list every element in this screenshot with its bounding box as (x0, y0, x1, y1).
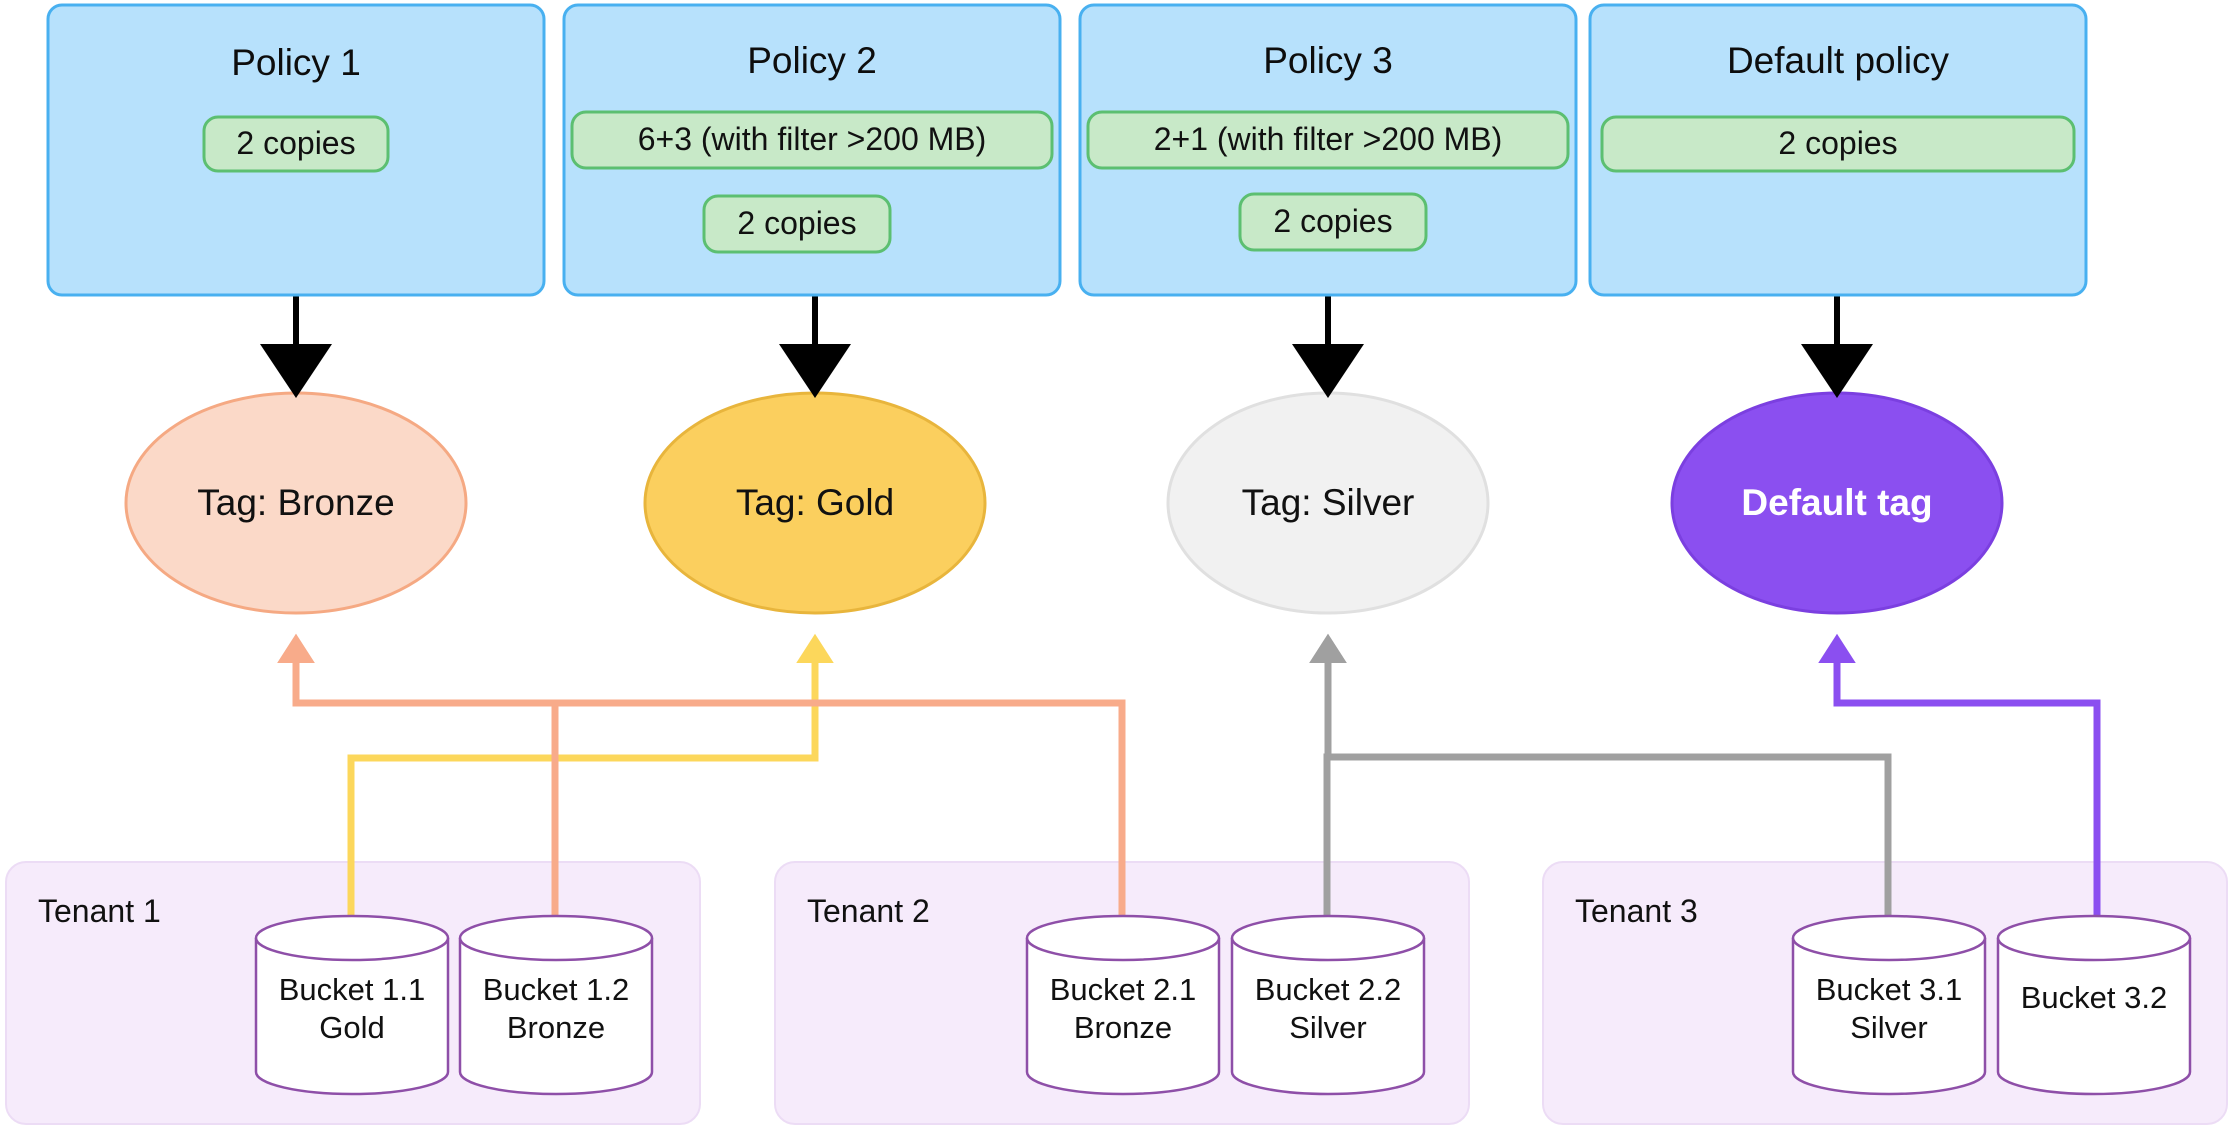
bucket-2-1-line2: Bronze (1074, 1010, 1172, 1045)
default-tag-label: Default tag (1741, 482, 1932, 523)
policy-3-pill-1-bg (1238, 192, 1428, 252)
policy-3-pill-0[interactable]: 2+1 (with filter >200 MB) (1086, 110, 1570, 170)
tag-silver-label: Tag: Silver (1242, 482, 1415, 523)
tenant-1-label: Tenant 1 (38, 893, 161, 929)
link-bucket-2-1-bronze[interactable] (277, 633, 1126, 925)
policy-2-card[interactable]: Policy 2 6+3 (with filter >200 MB) 2 cop… (562, 3, 1062, 297)
bucket-1-2-line2: Bronze (507, 1010, 605, 1045)
tag-silver[interactable]: Tag: Silver (1166, 391, 1490, 615)
policy-3-card[interactable]: Policy 3 2+1 (with filter >200 MB) 2 cop… (1078, 3, 1578, 297)
bucket-2-1-line1: Bucket 2.1 (1050, 972, 1196, 1007)
bucket-2-2-line1: Bucket 2.2 (1255, 972, 1401, 1007)
policy-3-title: Policy 3 (1263, 40, 1393, 81)
default-policy-title: Default policy (1727, 40, 1950, 81)
tag-bronze-label: Tag: Bronze (197, 482, 394, 523)
bucket-1-1[interactable]: Bucket 1.1 Gold (254, 914, 450, 1096)
bucket-2-1[interactable]: Bucket 2.1 Bronze (1025, 914, 1221, 1096)
bucket-3-1[interactable]: Bucket 3.1 Silver (1791, 914, 1987, 1096)
tag-gold-label: Tag: Gold (736, 482, 894, 523)
bucket-3-1-line2: Silver (1850, 1010, 1928, 1045)
bucket-3-2[interactable]: Bucket 3.2 (1996, 914, 2192, 1096)
bucket-2-2[interactable]: Bucket 2.2 Silver (1230, 914, 1426, 1096)
bucket-2-2-body (1230, 938, 1426, 1096)
bucket-2-1-top (1025, 914, 1221, 962)
policy-2-pill-0-label: 6+3 (with filter >200 MB) (638, 121, 987, 157)
policy-2-pill-1-bg (702, 194, 892, 254)
bucket-2-2-top (1230, 914, 1426, 962)
bucket-2-2-line2: Silver (1289, 1010, 1367, 1045)
default-policy-pill-0-label: 2 copies (1778, 125, 1897, 161)
default-policy-pill-0-bg (1600, 115, 2076, 173)
bucket-1-2-body (458, 938, 654, 1096)
policy-2-title: Policy 2 (747, 40, 877, 81)
bucket-1-1-body (254, 938, 450, 1096)
policy-3-pill-0-bg (1086, 110, 1570, 170)
policy-1-title: Policy 1 (231, 42, 361, 83)
policy-2-pill-1-label: 2 copies (737, 205, 856, 241)
bucket-1-1-line2: Gold (319, 1010, 384, 1045)
policy-1-pill-0-label: 2 copies (236, 125, 355, 161)
bucket-1-2-top (458, 914, 654, 962)
policy-2-pill-1[interactable]: 2 copies (702, 194, 892, 254)
policy-2-pill-0[interactable]: 6+3 (with filter >200 MB) (570, 110, 1054, 170)
default-policy-pill-0[interactable]: 2 copies (1600, 115, 2076, 173)
link-bucket-3-2-default[interactable] (1818, 633, 2101, 925)
link-bucket-3-1-silver[interactable] (1309, 633, 1892, 925)
policy-2-pill-0-bg (570, 110, 1054, 170)
policy-1-card[interactable]: Policy 1 2 copies (46, 3, 546, 297)
bucket-3-1-top (1791, 914, 1987, 962)
bucket-1-2-line1: Bucket 1.2 (483, 972, 629, 1007)
bucket-2-1-body (1025, 938, 1221, 1096)
tag-bronze[interactable]: Tag: Bronze (124, 391, 468, 615)
policy-3-pill-1[interactable]: 2 copies (1238, 192, 1428, 252)
policy-3-pill-0-label: 2+1 (with filter >200 MB) (1154, 121, 1503, 157)
default-tag[interactable]: Default tag (1670, 391, 2004, 615)
tenant-3-label: Tenant 3 (1575, 893, 1698, 929)
policy-1-pill-0[interactable]: 2 copies (202, 115, 390, 173)
policy-3-pill-1-label: 2 copies (1273, 203, 1392, 239)
bucket-3-1-line1: Bucket 3.1 (1816, 972, 1962, 1007)
tag-gold[interactable]: Tag: Gold (643, 391, 987, 615)
bucket-1-2[interactable]: Bucket 1.2 Bronze (458, 914, 654, 1096)
policy-1-pill-0-bg (202, 115, 390, 173)
bucket-1-1-top (254, 914, 450, 962)
default-policy-card[interactable]: Default policy 2 copies (1588, 3, 2088, 297)
bucket-1-1-line1: Bucket 1.1 (279, 972, 425, 1007)
tenant-2-label: Tenant 2 (807, 893, 930, 929)
bucket-3-2-line1: Bucket 3.2 (2021, 980, 2167, 1015)
bucket-3-1-body (1791, 938, 1987, 1096)
bucket-3-2-body (1996, 938, 2192, 1096)
bucket-3-2-top (1996, 914, 2192, 962)
